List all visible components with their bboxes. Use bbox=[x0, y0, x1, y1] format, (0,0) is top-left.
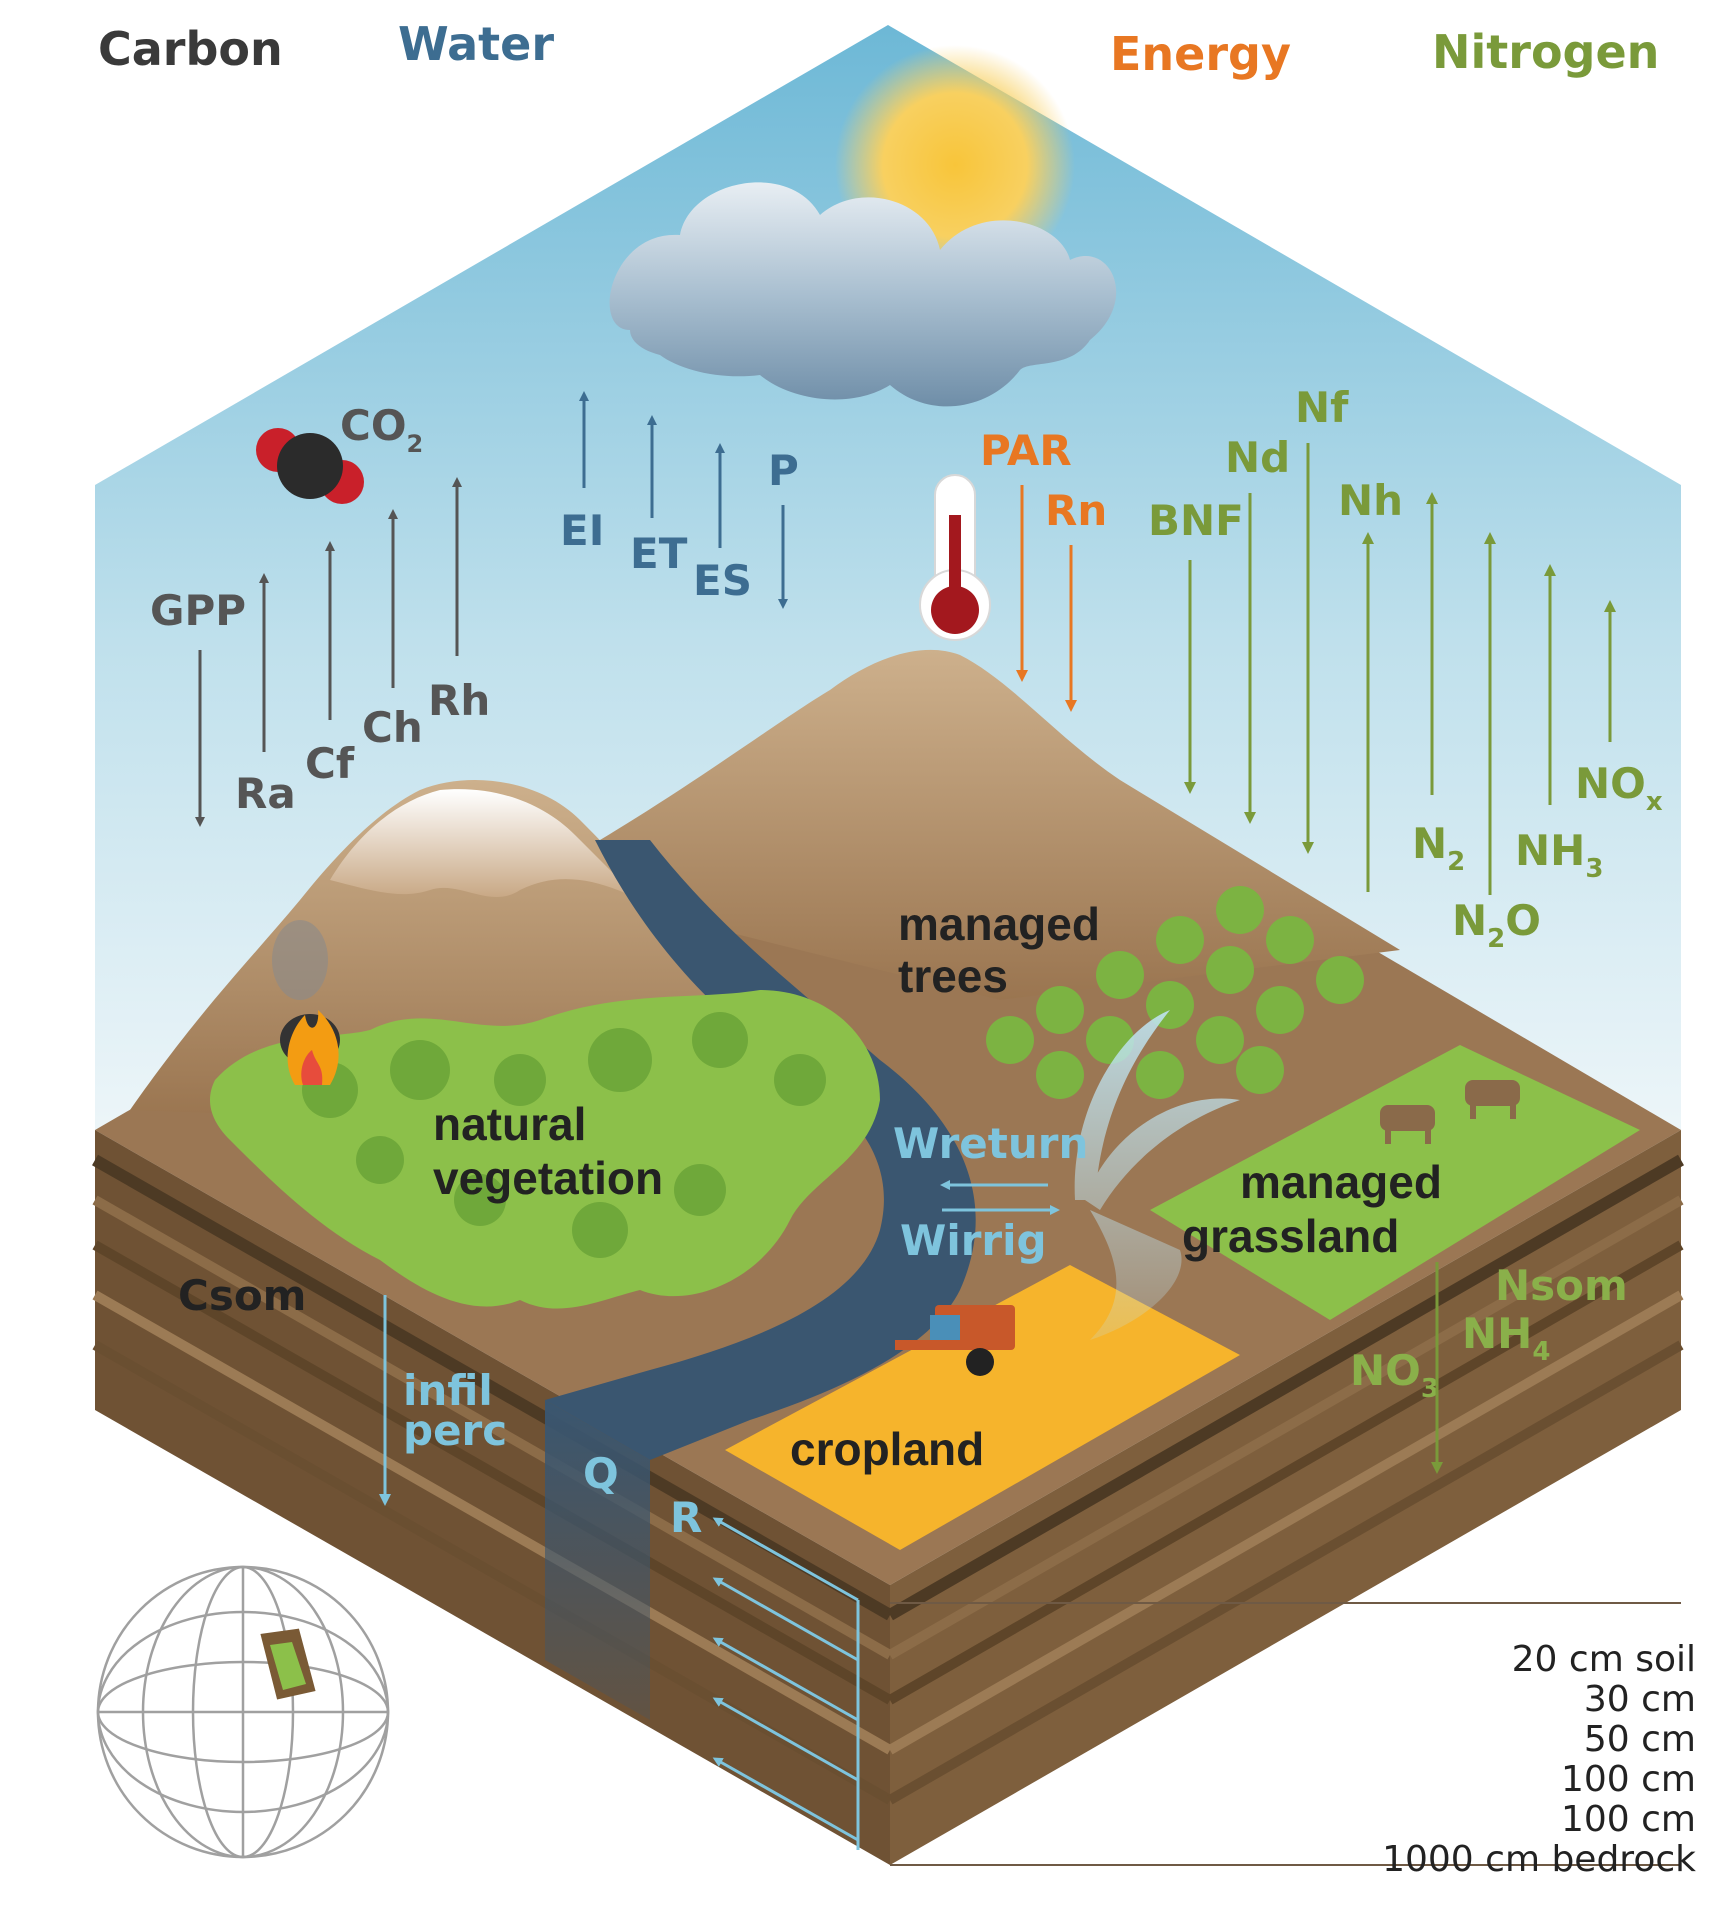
label-nh3: NH3 bbox=[1515, 826, 1603, 884]
label-nh4: NH4 bbox=[1462, 1309, 1550, 1367]
soil-layer-label: 30 cm bbox=[1583, 1679, 1696, 1720]
label-nsom: Nsom bbox=[1495, 1261, 1628, 1310]
runoff-arrows bbox=[712, 1517, 860, 1850]
soil-layer-list: 20 cm soil 30 cm 50 cm 100 cm 100 cm 100… bbox=[1382, 1640, 1696, 1880]
globe-icon bbox=[96, 1565, 390, 1859]
label-ra: Ra bbox=[235, 769, 296, 818]
cloud bbox=[609, 182, 1117, 407]
cattle-icon bbox=[1380, 1080, 1520, 1144]
label-n2o: N2O bbox=[1452, 896, 1541, 954]
irrigation-arrows bbox=[940, 1180, 1060, 1215]
natural-vegetation-patch bbox=[210, 990, 880, 1309]
header-energy: Energy bbox=[1110, 27, 1291, 81]
soil-layer-label: 100 cm bbox=[1560, 1759, 1696, 1800]
label-et: ET bbox=[630, 529, 688, 578]
label-nh: Nh bbox=[1338, 476, 1403, 525]
label-nf: Nf bbox=[1295, 383, 1349, 432]
label-p: P bbox=[768, 446, 799, 495]
managed-trees bbox=[986, 886, 1364, 1099]
label-gpp: GPP bbox=[150, 586, 246, 635]
header-carbon: Carbon bbox=[98, 22, 283, 76]
label-co2: CO2 bbox=[340, 401, 423, 458]
thermometer-icon bbox=[919, 474, 991, 641]
label-par: PAR bbox=[980, 426, 1072, 475]
soil-layer-label: 50 cm bbox=[1583, 1719, 1696, 1760]
label-es: ES bbox=[693, 556, 752, 605]
label-ch: Ch bbox=[362, 703, 423, 752]
harvester-icon bbox=[895, 1305, 1015, 1376]
label-rh: Rh bbox=[428, 676, 490, 725]
label-csom: Csom bbox=[178, 1271, 306, 1320]
cropland-patch bbox=[725, 1265, 1240, 1550]
label-ei: EI bbox=[560, 506, 604, 555]
energy-arrows bbox=[1016, 485, 1077, 712]
river-channel bbox=[545, 1400, 650, 1720]
label-no3: NO3 bbox=[1350, 1346, 1439, 1404]
shrubs bbox=[302, 1012, 826, 1258]
co2-molecule-icon bbox=[256, 428, 364, 504]
soil-layer-label: 1000 cm bedrock bbox=[1382, 1839, 1696, 1880]
label-rn: Rn bbox=[1045, 486, 1107, 535]
right-mountain bbox=[600, 649, 1400, 1000]
header-nitrogen: Nitrogen bbox=[1432, 25, 1659, 79]
carbon-arrows bbox=[195, 477, 462, 827]
label-q: Q bbox=[583, 1449, 619, 1498]
irrigation-spray bbox=[1074, 1010, 1240, 1340]
water-arrows bbox=[579, 391, 788, 609]
label-r: R bbox=[670, 1493, 702, 1542]
label-wreturn: Wreturn bbox=[893, 1119, 1088, 1168]
label-bnf: BNF bbox=[1148, 496, 1244, 545]
soil-block bbox=[92, 1130, 1684, 1865]
header-water: Water bbox=[398, 17, 554, 71]
snow-cap bbox=[330, 789, 640, 900]
label-nd: Nd bbox=[1225, 433, 1290, 482]
label-nox: NOx bbox=[1575, 759, 1663, 817]
soil-layer-label: 20 cm soil bbox=[1511, 1639, 1696, 1680]
river bbox=[545, 840, 976, 1460]
nitrogen-arrows bbox=[1184, 443, 1616, 1474]
label-n2: N2 bbox=[1412, 819, 1465, 877]
soil-layer-label: 100 cm bbox=[1560, 1799, 1696, 1840]
label-cropland: cropland bbox=[790, 1423, 984, 1475]
label-wirrig: Wirrig bbox=[900, 1216, 1047, 1265]
label-cf: Cf bbox=[305, 739, 355, 788]
fire-icon bbox=[272, 920, 340, 1085]
managed-grassland-patch bbox=[1150, 1045, 1640, 1320]
